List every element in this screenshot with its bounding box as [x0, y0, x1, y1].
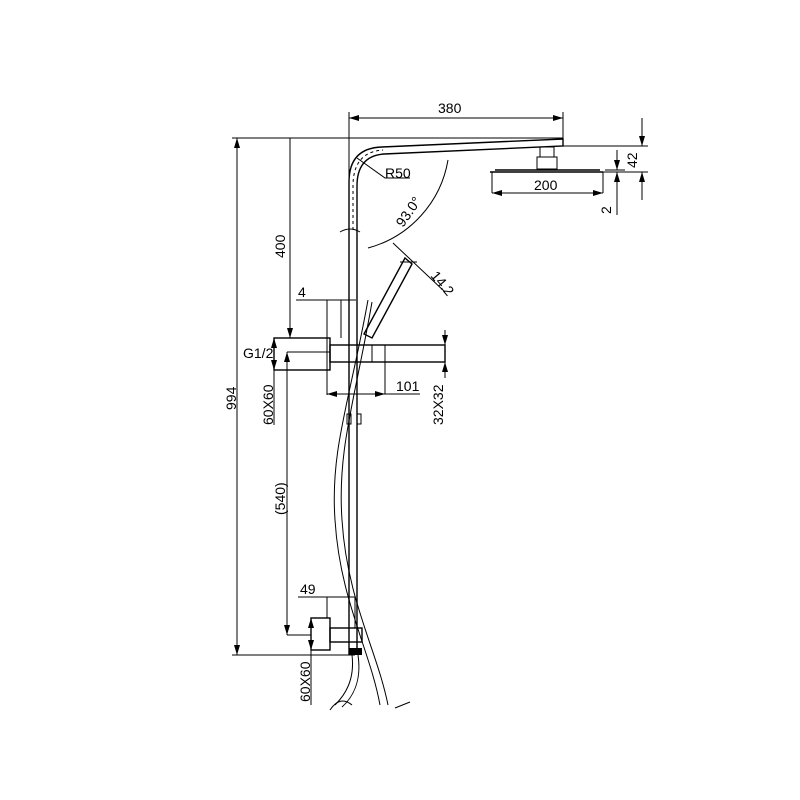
label-arm-length: 380 — [438, 100, 462, 116]
label-upper-height: 400 — [272, 234, 288, 258]
label-mixer-depth: 101 — [396, 378, 420, 394]
handshower — [363, 256, 417, 339]
label-lower-height: (540) — [272, 482, 288, 515]
label-head-thickness: 2 — [598, 206, 614, 214]
label-head-height: 42 — [624, 152, 640, 168]
lower-bracket — [310, 617, 363, 655]
hose — [329, 299, 411, 711]
dimension-lines — [232, 112, 648, 705]
slider-marks — [346, 413, 362, 425]
label-handshower-dim: 14.2 — [428, 268, 458, 299]
label-upper-bracket: 60X60 — [260, 384, 276, 425]
label-offset-4: 4 — [298, 284, 306, 300]
label-bend-radius: R50 — [385, 165, 411, 181]
label-lower-bracket: 60X60 — [297, 661, 313, 702]
label-offset-49: 49 — [300, 581, 316, 597]
dimension-labels: 380 R50 93.0° 14.2 200 42 2 400 4 G1/2 6… — [223, 100, 640, 702]
shower-riser — [348, 138, 564, 655]
label-arm-angle: 93.0° — [392, 194, 424, 230]
label-total-height: 994 — [223, 386, 239, 410]
label-mixer-section: 32X32 — [430, 384, 446, 425]
shower-head — [490, 146, 604, 193]
label-thread: G1/2 — [243, 345, 274, 361]
label-head-width: 200 — [534, 177, 558, 193]
